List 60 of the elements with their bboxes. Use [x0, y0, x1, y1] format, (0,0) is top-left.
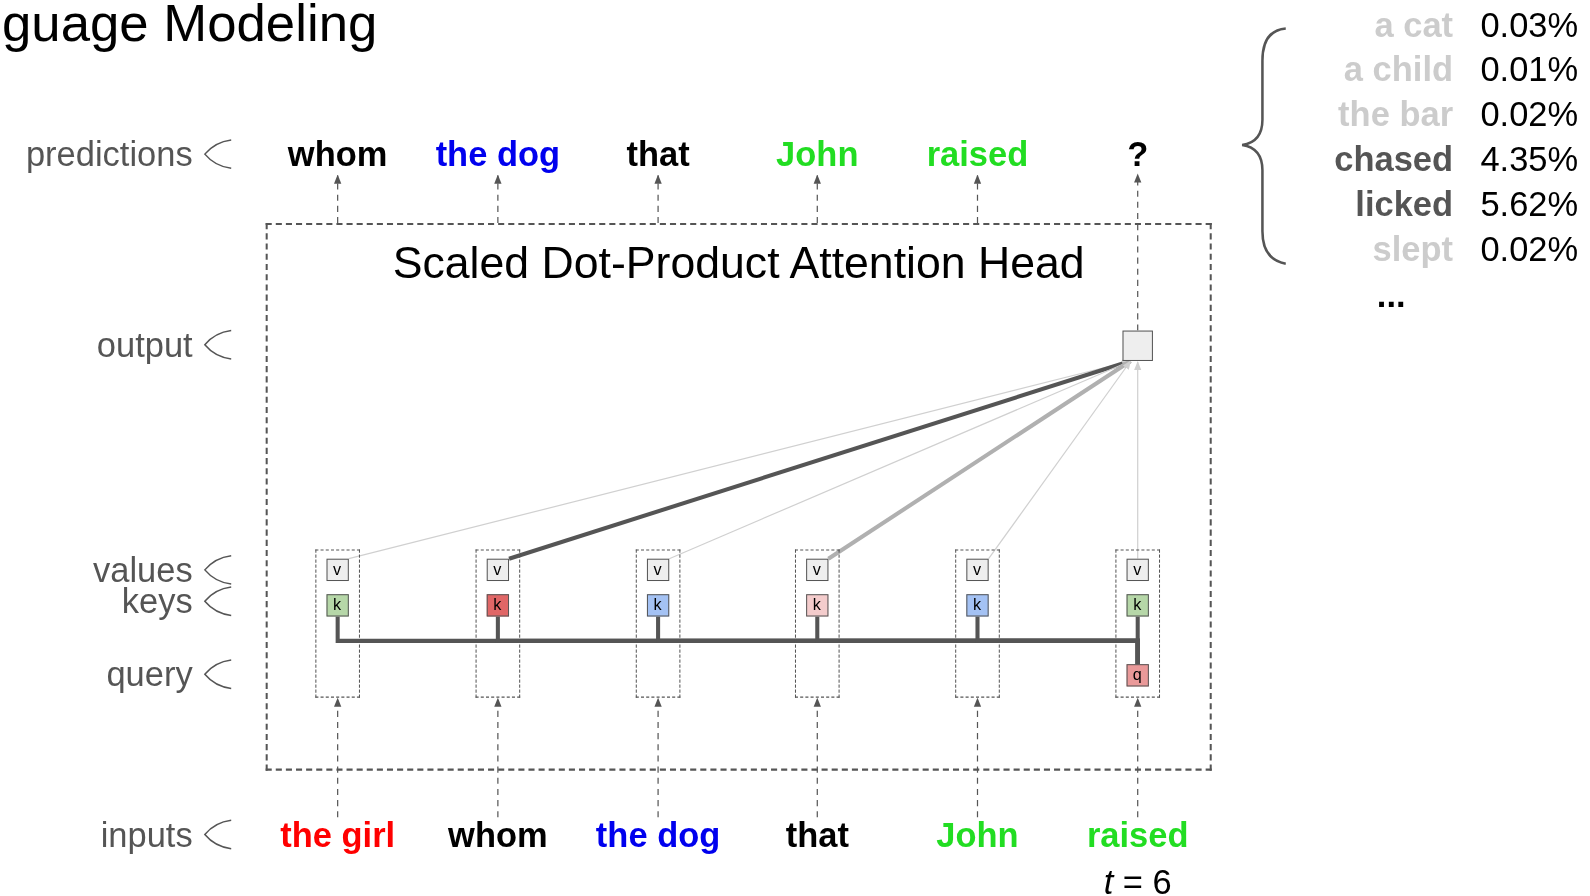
probability-value: 5.62% — [1480, 184, 1579, 224]
prediction-word: John — [776, 134, 859, 174]
head-title: Scaled Dot-Product Attention Head — [391, 237, 1086, 288]
vector-square: v — [805, 558, 828, 581]
vector-square: k — [486, 593, 509, 616]
prediction-word: ? — [1127, 134, 1149, 174]
vector-square: k — [805, 593, 828, 616]
vector-square: v — [1126, 558, 1149, 581]
probability-value: 0.02% — [1480, 94, 1579, 135]
time-step-label: t = 6 — [1103, 862, 1172, 896]
arrow — [334, 697, 342, 818]
probability-word: licked — [1355, 184, 1454, 224]
arrow — [813, 174, 821, 224]
vector-square: v — [486, 558, 509, 581]
vector-square: v — [965, 558, 989, 581]
output-square — [1122, 330, 1153, 361]
vector-square: k — [326, 593, 349, 616]
vector-square: q — [1126, 663, 1149, 686]
arrow — [1134, 697, 1142, 818]
vector-square: k — [965, 593, 989, 616]
arrow — [654, 697, 662, 818]
probability-value: 0.01% — [1480, 49, 1579, 90]
input-word: the dog — [595, 815, 721, 854]
arrow — [1134, 173, 1142, 332]
arrow — [988, 360, 1132, 560]
input-word: that — [785, 815, 849, 854]
connector-line — [1135, 616, 1140, 665]
ellipsis: ... — [1376, 275, 1406, 316]
probability-value: 0.03% — [1480, 5, 1579, 45]
row-label: keys — [121, 583, 193, 620]
vector-square: k — [1126, 593, 1149, 616]
arrow — [973, 174, 982, 224]
input-word: raised — [1086, 815, 1189, 854]
arrow — [827, 359, 1132, 561]
arrow — [973, 697, 982, 818]
arrow — [813, 697, 821, 818]
row-label: predictions — [25, 135, 193, 173]
prediction-word: that — [626, 134, 690, 174]
arrow — [494, 697, 502, 818]
input-word: the girl — [280, 815, 396, 854]
probability-value: 0.02% — [1480, 229, 1579, 269]
probability-value: 4.35% — [1480, 139, 1579, 180]
vector-square: v — [326, 558, 349, 581]
probability-word: chased — [1334, 139, 1454, 180]
input-word: whom — [448, 815, 548, 854]
arrow — [334, 174, 342, 224]
prediction-word: the dog — [435, 134, 561, 174]
attention-head-box — [265, 223, 1212, 771]
page-title: guage Modeling — [2, 0, 378, 53]
prediction-word: whom — [287, 134, 388, 174]
arrow — [1134, 361, 1142, 560]
input-word: John — [936, 815, 1019, 854]
row-label: query — [106, 656, 193, 693]
row-label: output — [96, 326, 193, 363]
vector-square: v — [646, 558, 669, 581]
row-label: inputs — [100, 816, 193, 853]
vector-square: k — [646, 593, 669, 616]
arrow — [494, 174, 502, 224]
arrow — [654, 174, 662, 224]
prediction-word: raised — [926, 134, 1029, 174]
